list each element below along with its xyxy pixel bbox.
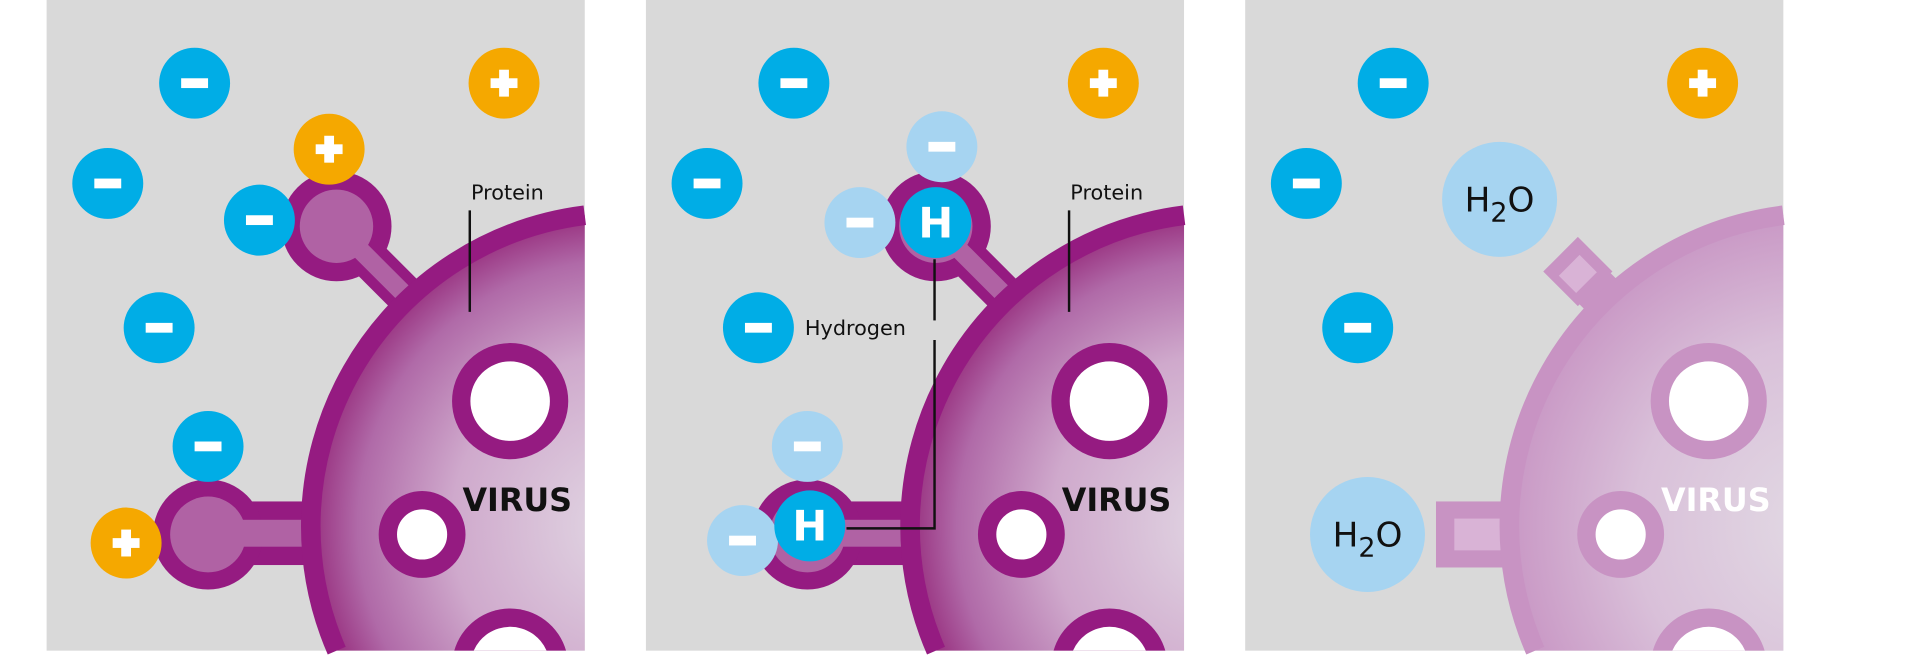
negative-ion	[671, 147, 743, 219]
hydrogen-symbol: H	[792, 502, 827, 551]
minus-icon	[693, 178, 721, 189]
negative-ion	[1270, 147, 1342, 219]
water-o: O	[1375, 516, 1402, 556]
weak-negative-ion	[906, 111, 978, 183]
spike-stalk-inner	[1454, 518, 1506, 551]
water-molecule: H2O	[1310, 476, 1425, 592]
positive-ion	[90, 507, 162, 579]
virus-body: VIRUS	[301, 205, 586, 655]
minus-icon	[729, 535, 756, 546]
virus-pore-center	[473, 626, 547, 651]
water-circle	[1310, 476, 1425, 592]
ions: HH	[671, 47, 1139, 577]
minus-icon	[94, 178, 122, 189]
water-subscript: 2	[1358, 532, 1375, 563]
hydrogen-symbol: H	[918, 198, 953, 247]
minus-icon	[1344, 322, 1372, 333]
protein-label: Protein	[471, 180, 544, 204]
virus-membrane	[1499, 205, 1785, 655]
water-molecule: H2O	[1442, 141, 1558, 257]
hydrogen-atom: H	[774, 490, 846, 562]
virus-pore	[1577, 491, 1665, 578]
minus-icon	[1292, 178, 1320, 189]
water-formula: H2O	[1333, 516, 1403, 564]
virus-pore	[977, 491, 1065, 578]
virus-label: VIRUS	[1062, 482, 1172, 519]
negative-ion	[172, 410, 244, 482]
virus-pore	[452, 343, 569, 460]
water-h: H	[1465, 181, 1491, 221]
hydrogen-circle	[774, 490, 846, 562]
spike-knob-inner	[299, 189, 374, 263]
plus-icon	[121, 529, 132, 557]
hydrogen-leader-line	[846, 340, 936, 530]
weak-negative-ion	[707, 505, 778, 577]
water-o: O	[1508, 181, 1535, 221]
negative-ion	[758, 47, 830, 119]
virus-pore	[1051, 343, 1168, 460]
spike-head-inner	[1558, 254, 1597, 293]
panel-1: VIRUS Protein	[46, 0, 586, 655]
water-formula: H2O	[1465, 181, 1535, 229]
positive-ion	[1667, 47, 1739, 119]
virus-pore	[378, 491, 466, 578]
virus-interior	[1509, 215, 1784, 651]
weak-negative-ion	[824, 187, 896, 259]
protein-label: Protein	[1070, 180, 1143, 204]
hydrogen-circle	[900, 187, 972, 259]
water-subscript: 2	[1490, 197, 1507, 228]
virus-body: VIRUS	[900, 205, 1186, 655]
weak-negative-ion	[771, 410, 843, 482]
negative-ion	[1322, 292, 1394, 364]
virus-pore-center	[1672, 626, 1746, 651]
negative-ion	[1357, 47, 1429, 119]
negative-ion	[123, 292, 195, 364]
virus-interior	[310, 215, 585, 651]
minus-icon	[181, 78, 209, 89]
virus-pore	[1053, 608, 1166, 651]
minus-icon	[245, 215, 273, 226]
plus-icon	[324, 135, 335, 163]
virus-pore	[454, 608, 567, 651]
minus-icon	[846, 217, 874, 228]
virus-pore-center	[1073, 626, 1146, 651]
virus-label: VIRUS	[462, 482, 572, 519]
virus-pore	[1650, 343, 1767, 460]
minus-icon	[1379, 78, 1407, 89]
negative-ion	[223, 184, 295, 256]
plus-icon	[1697, 69, 1708, 97]
minus-icon	[780, 78, 808, 89]
minus-icon	[194, 441, 222, 452]
hydrogen-atom: H	[900, 187, 972, 259]
plus-icon	[1098, 69, 1109, 97]
virus-label: VIRUS	[1661, 482, 1771, 519]
minus-icon	[928, 141, 956, 152]
virus-body: VIRUS	[1499, 205, 1785, 655]
hydrogen-label: Hydrogen	[805, 316, 906, 340]
plus-icon	[499, 69, 509, 97]
ions	[72, 47, 540, 579]
virus-membrane	[900, 205, 1186, 655]
minus-icon	[744, 322, 772, 333]
virus-membrane	[301, 205, 586, 655]
minus-icon	[793, 441, 821, 452]
virus-pore	[1652, 608, 1765, 651]
spike-knob-inner	[170, 496, 246, 573]
positive-ion	[1067, 47, 1139, 119]
negative-ion	[159, 47, 231, 119]
minus-icon	[145, 322, 173, 333]
positive-ion	[293, 113, 365, 185]
negative-ion	[72, 147, 144, 219]
water-circle	[1442, 141, 1558, 257]
water-h: H	[1333, 516, 1359, 556]
negative-ion	[722, 292, 794, 364]
positive-ion	[468, 47, 540, 119]
virus-interior	[910, 215, 1185, 651]
